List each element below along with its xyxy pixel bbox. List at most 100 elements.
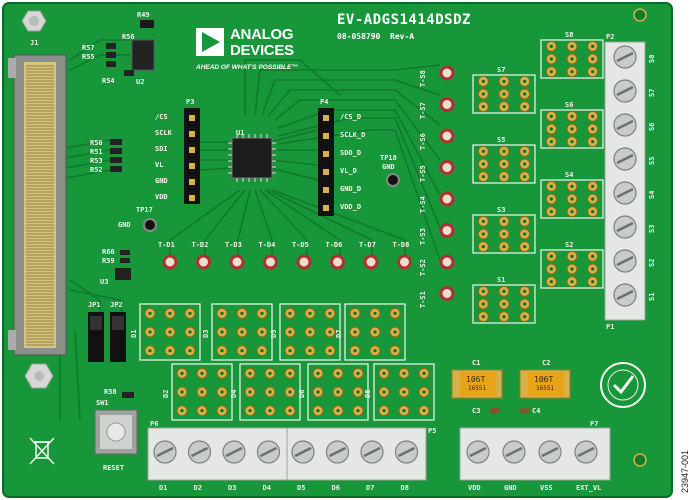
terminal-screw-drain[interactable] xyxy=(394,440,419,464)
c2-marking: 106T xyxy=(534,375,554,384)
terminal-screw-source[interactable] xyxy=(613,249,637,273)
terminal-screw-source[interactable] xyxy=(613,147,637,171)
power-terminal-label: EXT_VL xyxy=(576,484,602,492)
terminal-screw-drain[interactable] xyxy=(360,440,384,464)
drain-terminal-label: D1 xyxy=(159,484,168,492)
terminal-screw-power[interactable] xyxy=(538,440,562,464)
drain-block-label: D3 xyxy=(202,329,210,338)
terminal-screw-source[interactable] xyxy=(613,215,637,239)
drain-block-label: D5 xyxy=(270,329,278,338)
source-pad-block xyxy=(472,284,536,324)
smd-resistors-u2 xyxy=(106,43,134,76)
p2-terminal-label: S5 xyxy=(648,156,656,165)
test-point-source[interactable] xyxy=(439,191,455,207)
test-point-drain[interactable] xyxy=(196,254,211,270)
r54-label: R54 xyxy=(102,77,115,85)
mounting-hole xyxy=(21,10,47,32)
source-pad-block xyxy=(472,144,536,184)
drain-terminal-label: D4 xyxy=(262,484,271,492)
mounting-hole xyxy=(633,8,647,22)
p4-pin-label: GND_D xyxy=(340,185,362,193)
terminal-screw-drain[interactable] xyxy=(291,440,315,464)
terminal-screw-power[interactable] xyxy=(574,440,598,464)
test-point-source[interactable] xyxy=(439,286,455,301)
figure-id: 23947-001 xyxy=(680,449,690,493)
power-terminal-label: VSS xyxy=(540,484,553,492)
test-point-drain[interactable] xyxy=(263,254,278,270)
reset-button[interactable] xyxy=(94,409,138,455)
test-point-drain-label: T-D7 xyxy=(359,241,376,249)
terminal-screw-source[interactable] xyxy=(613,45,637,69)
p3-pin-label: SDI xyxy=(155,145,168,153)
p7-label: P7 xyxy=(590,420,599,428)
p4-pin-label: SDO_D xyxy=(340,149,362,157)
drain-pad-block xyxy=(171,363,233,421)
test-point-drain-label: T-D2 xyxy=(191,241,209,249)
p2-terminal-label: S1 xyxy=(648,292,656,301)
test-point-drain[interactable] xyxy=(162,254,178,270)
jp2-jumper[interactable] xyxy=(110,312,126,362)
test-point-source[interactable] xyxy=(439,65,455,81)
c1-code: 16551 xyxy=(468,385,487,392)
test-point-source[interactable] xyxy=(439,254,455,270)
terminal-screw-drain[interactable] xyxy=(187,440,212,464)
c1-label: C1 xyxy=(472,359,481,367)
reset-label: RESET xyxy=(103,464,125,472)
test-point-source-label: T-S6 xyxy=(419,133,427,150)
smd-resistors-sdi xyxy=(110,139,122,172)
drain-pad-block xyxy=(139,303,201,361)
source-block-label: S6 xyxy=(565,101,574,109)
terminal-screw-power[interactable] xyxy=(466,440,490,464)
terminal-screw-drain[interactable] xyxy=(222,440,246,464)
terminal-screw-source[interactable] xyxy=(613,113,637,137)
source-pad-block xyxy=(472,214,536,254)
pcb-substrate xyxy=(3,3,672,497)
power-terminal-label: VDD xyxy=(468,484,481,492)
tp18-test-point[interactable] xyxy=(386,173,400,187)
weee-bin-icon xyxy=(29,437,55,465)
test-point-drain-label: T-D3 xyxy=(225,241,242,249)
evaluation-board xyxy=(2,2,673,498)
test-point-drain[interactable] xyxy=(229,254,245,270)
r59-resistor xyxy=(120,258,130,263)
p3-pin-label: SCLK xyxy=(155,129,172,137)
p3-pin xyxy=(189,195,195,201)
p2-terminal-block xyxy=(604,41,646,321)
test-point-drain[interactable] xyxy=(363,254,379,270)
terminal-screw-power[interactable] xyxy=(502,440,526,464)
test-point-source[interactable] xyxy=(439,160,455,175)
terminal-screw-source[interactable] xyxy=(613,181,637,205)
jp1-label: JP1 xyxy=(88,301,101,309)
test-point-drain-label: T-D8 xyxy=(392,241,410,249)
terminal-screw-drain[interactable] xyxy=(256,440,281,464)
test-point-drain[interactable] xyxy=(397,254,412,270)
test-point-drain[interactable] xyxy=(330,254,345,270)
p3-pin xyxy=(189,179,195,185)
adi-triangle-logo-icon xyxy=(196,28,224,56)
test-point-source[interactable] xyxy=(439,97,455,112)
p7-terminal-block xyxy=(459,427,611,481)
source-block-label: S7 xyxy=(497,66,506,74)
p2-terminal-label: S8 xyxy=(648,54,656,63)
tp17-test-point[interactable] xyxy=(143,218,157,232)
p3-pin-label: VDD xyxy=(155,193,168,201)
test-point-drain-label: T-D4 xyxy=(258,241,276,249)
test-point-drain-label: T-D5 xyxy=(292,241,309,249)
p4-pin xyxy=(323,151,329,157)
c2-label: C2 xyxy=(542,359,551,367)
jp1-jumper[interactable] xyxy=(88,312,104,362)
drain-pad-block xyxy=(211,303,273,361)
r58-label: R58 xyxy=(104,388,117,396)
terminal-screw-drain[interactable] xyxy=(325,440,350,464)
test-point-source[interactable] xyxy=(439,223,455,238)
test-point-source[interactable] xyxy=(439,128,455,144)
c2-code: 16551 xyxy=(536,385,555,392)
c1-marking: 106T xyxy=(466,375,486,384)
drain-block-label: D8 xyxy=(364,389,372,398)
terminal-screw-drain[interactable] xyxy=(153,440,177,464)
terminal-screw-source[interactable] xyxy=(613,283,637,307)
terminal-screw-source[interactable] xyxy=(613,79,637,103)
test-point-drain[interactable] xyxy=(296,254,312,270)
p4-pin xyxy=(323,187,329,193)
drain-pad-block xyxy=(344,303,406,361)
